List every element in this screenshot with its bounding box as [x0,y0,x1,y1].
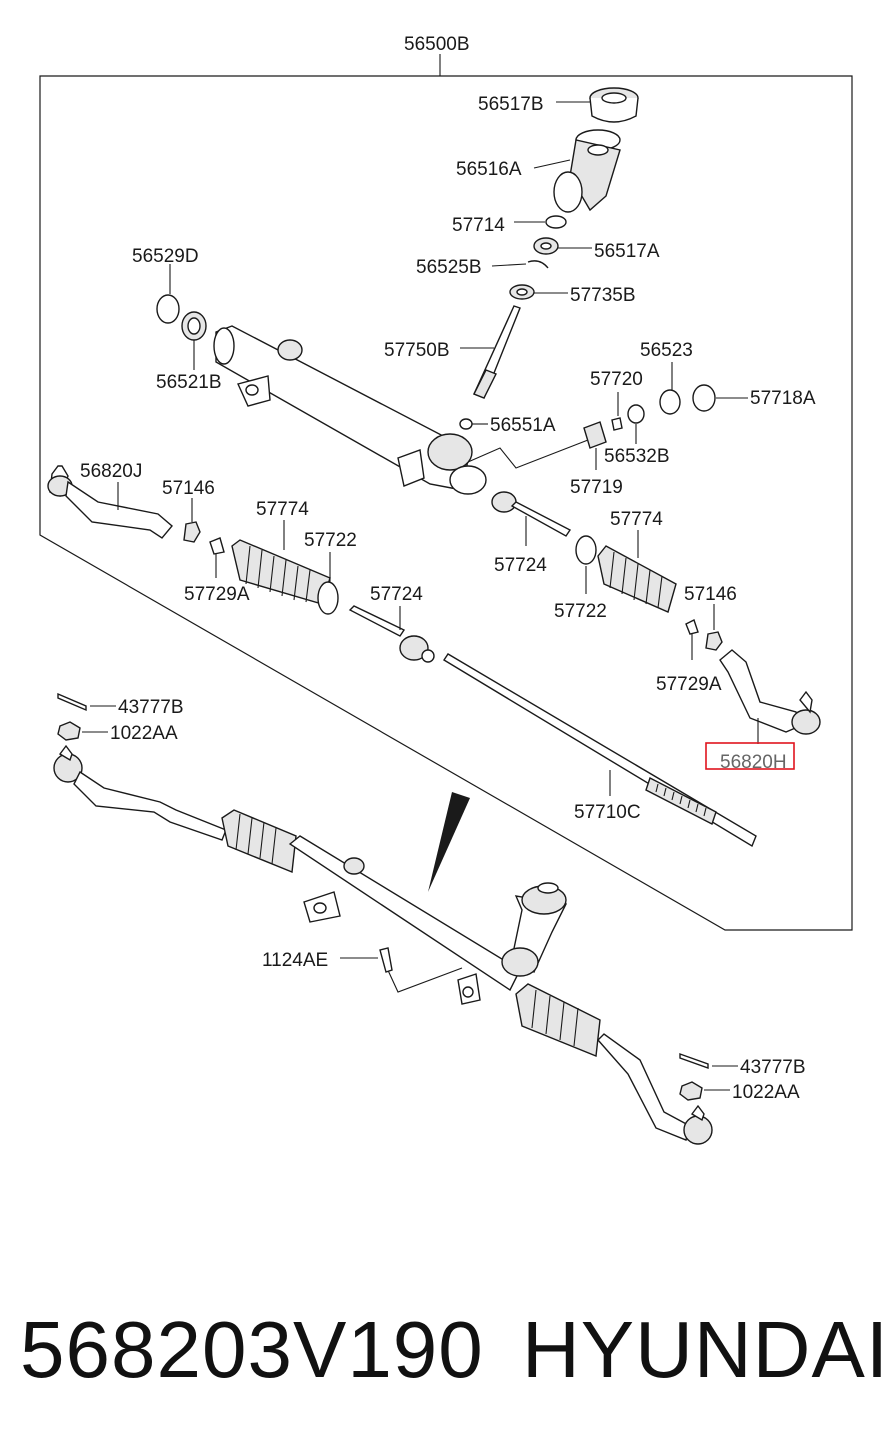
callout-56517A: 56517A [594,241,660,262]
callout-57722-left: 57722 [304,530,357,551]
part-56820H-tie-rod-end-right [719,649,821,735]
callout-56521B: 56521B [156,372,222,393]
steering-gear-parts-diagram: 56500B 56517B 56516A 57714 56517A 56525B… [39,34,853,1145]
part-57722-clamp-right [575,535,597,565]
callout-56551A: 56551A [490,415,556,436]
callout-1022AA-right: 1022AA [732,1082,800,1103]
part-56525B-snap-ring [527,260,549,269]
callout-57750B: 57750B [384,340,450,361]
leader-1124AE-bracket [385,965,463,993]
assembled-steering-gear [53,744,713,1145]
part-57146-nut-left [183,521,201,543]
part-57729A-clip-left [209,537,225,555]
part-57714-washer [545,215,567,229]
part-1022AA-nut-left [57,721,81,741]
footer-part-number: 568203V190 [20,1305,484,1394]
callout-43777B-left: 43777B [118,697,184,718]
callout-56820H: 56820H [720,752,787,773]
part-56517B-top [589,87,639,123]
callout-57719: 57719 [570,477,623,498]
part-1022AA-nut-right [679,1081,703,1101]
part-56521B-bushing [181,311,207,341]
assembly-frame [39,75,853,931]
footer: 568203V190 HYUNDAI [0,1300,886,1410]
part-57735B-seal [509,284,535,300]
part-56516A-housing [553,129,621,213]
part-57718A-cap [692,384,716,412]
part-57710C-rack [443,653,757,848]
callout-57774-right: 57774 [610,509,663,530]
part-56532B-washer [627,404,645,424]
callout-57718A: 57718A [750,388,816,409]
part-57722-clamp-left [317,581,339,615]
part-56551A-plug [459,418,473,430]
view-direction-arrow [428,792,470,892]
callout-56529D: 56529D [132,246,199,267]
assembly-label: 56500B [404,34,470,55]
part-56523-ring [659,389,681,415]
callout-57714: 57714 [452,215,505,236]
leader-56516A [533,159,571,169]
part-56529D-ring [156,294,180,324]
callout-57710C: 57710C [574,802,641,823]
part-57720-spring [611,417,623,431]
callout-56525B: 56525B [416,257,482,278]
part-57146-nut-right [705,631,723,651]
callout-57774-left: 57774 [256,499,309,520]
part-57750B-pinion-shaft [473,305,521,399]
callout-43777B-right: 43777B [740,1057,806,1078]
callout-1022AA-left: 1022AA [110,723,178,744]
highlight-box-56820H [705,742,795,770]
part-43777B-pin-right [679,1053,709,1069]
part-57724-inner-rod-mid [348,605,435,663]
part-57719-bushing [583,421,607,449]
callout-57724-mid: 57724 [370,584,423,605]
part-56517A-bearing [533,237,559,255]
callout-57720: 57720 [590,369,643,390]
part-43777B-pin-left [57,692,87,712]
callout-57729A-left: 57729A [184,584,250,605]
callout-57722-right: 57722 [554,601,607,622]
part-57774-boot-right [597,545,677,613]
callout-56820J: 56820J [80,461,142,482]
callout-57146-left: 57146 [162,478,215,499]
callout-57724-right: 57724 [494,555,547,576]
part-57724-inner-rod-right [491,491,572,537]
callout-57735B: 57735B [570,285,636,306]
part-57729A-clip-right [685,619,699,635]
callout-56532B: 56532B [604,446,670,467]
callout-56523: 56523 [640,340,693,361]
callout-57146-right: 57146 [684,584,737,605]
leader-rack-to-57719 [467,439,589,469]
footer-brand: HYUNDAI [522,1305,886,1394]
part-gear-housing-upper [213,325,487,495]
leader-56525B [491,263,527,267]
callout-56516A: 56516A [456,159,522,180]
part-1124AE-bolt [379,947,393,973]
callout-1124AE: 1124AE [262,950,328,971]
callout-56517B-top: 56517B [478,94,544,115]
callout-57729A-right: 57729A [656,674,722,695]
